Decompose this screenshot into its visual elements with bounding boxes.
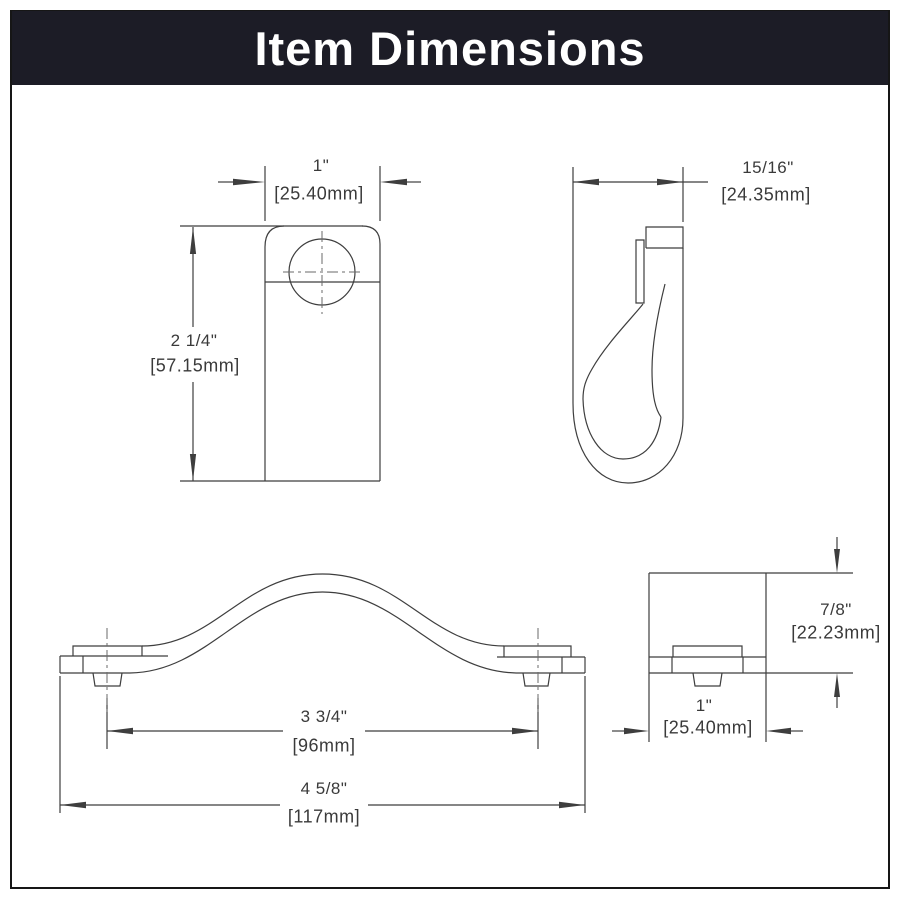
loop-depth-mm-label: [24.35mm] [721,184,811,205]
handle-side-view-linework [59,573,586,813]
loop-depth-inch-label: 15/16" [742,158,794,177]
handle-side-centerlines [106,628,539,712]
front-height-mm-label: [57.15mm] [147,355,243,377]
overall-inch-label: 4 5/8" [300,779,348,798]
centers-inch-label: 3 3/4" [300,707,348,726]
page-title: Item Dimensions [254,21,646,75]
end-height-inch-label: 7/8" [820,600,852,619]
end-height-mm-label: [22.23mm] [791,622,881,643]
front-width-inch-label: 1" [312,156,330,175]
header-bar: Item Dimensions [12,11,888,85]
front-width-mm-label: [25.40mm] [274,183,364,204]
front-view-linework [180,166,421,482]
end-view-linework [612,537,853,742]
end-width-mm-label: [25.40mm] [663,717,753,738]
front-height-inch-label: 2 1/4" [170,331,218,350]
overall-mm-label: [117mm] [284,806,364,828]
loop-view-linework [572,167,708,484]
centers-mm-label: [96mm] [289,735,359,757]
front-view-centerlines [283,231,362,314]
end-width-inch-label: 1" [695,696,713,715]
